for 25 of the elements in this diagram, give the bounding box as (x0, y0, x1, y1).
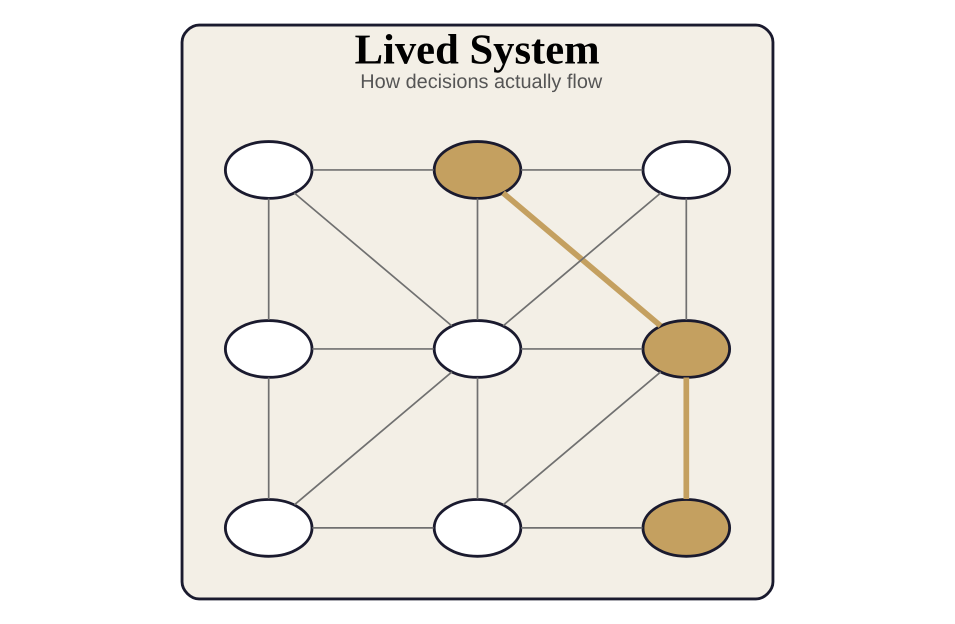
connector (294, 371, 452, 506)
connector (476, 377, 478, 500)
node-circle (642, 140, 732, 200)
node-circle (224, 498, 314, 558)
connector (476, 198, 478, 320)
connector (268, 198, 270, 320)
connector (502, 371, 662, 506)
connector (312, 527, 434, 529)
node-circle (432, 140, 522, 200)
connector (521, 169, 642, 171)
node-circle (224, 319, 314, 379)
connector (294, 192, 452, 326)
connector (268, 377, 270, 500)
node-circle (642, 498, 732, 558)
node-circle (642, 319, 732, 379)
node-circle (432, 498, 522, 558)
connector (521, 527, 642, 529)
connector (683, 377, 690, 500)
connector (312, 169, 434, 171)
node-circle (224, 140, 314, 200)
connector (521, 348, 642, 350)
cluster: Lived System How decisions actually flow (180, 24, 774, 600)
connector (685, 198, 688, 320)
connector (312, 348, 434, 350)
node-circle (432, 319, 522, 379)
